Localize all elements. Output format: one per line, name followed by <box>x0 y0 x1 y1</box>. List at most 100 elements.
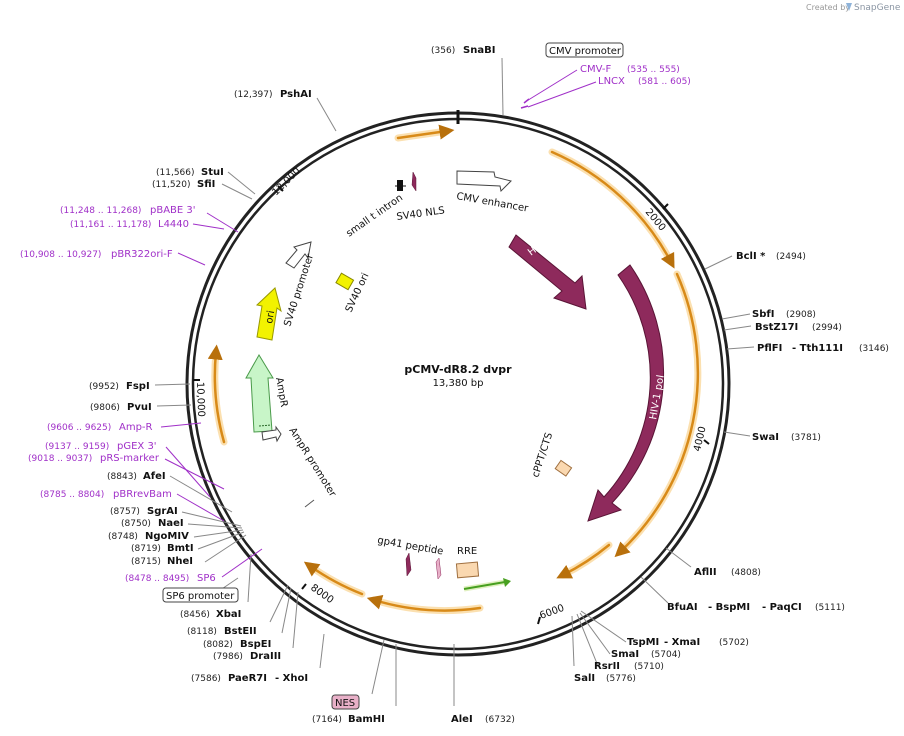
gp41-mark-2 <box>435 557 442 580</box>
tick-mark-12000 <box>277 185 284 192</box>
ampr-promoter-mark <box>304 499 315 508</box>
hiv-gag-label: HIV-1 gag <box>526 220 571 259</box>
aflii-name: AflII <box>694 567 717 578</box>
plasmid-size: 13,380 bp <box>433 378 484 389</box>
pgex-range: (9137 .. 9159) <box>45 442 109 452</box>
orf-1 <box>396 124 455 140</box>
sp6-primer-leader <box>221 548 263 578</box>
aflii-pos: (4808) <box>731 568 761 578</box>
stui-name: StuI <box>201 167 224 178</box>
orf-3 <box>614 272 700 558</box>
ngomiv-name: NgoMIV <box>145 531 189 542</box>
rre-box <box>455 561 480 579</box>
alei-pos: (6732) <box>485 715 515 725</box>
prs-leader <box>164 458 225 490</box>
sbfi-name: SbfI <box>752 309 774 320</box>
sp6-promoter-box <box>162 587 239 603</box>
gp41-label: gp41 peptide <box>376 535 444 557</box>
tick-mark-2000 <box>662 203 669 210</box>
rsrii-name: RsrII <box>594 661 620 672</box>
paqci-name: - PaqCI <box>762 602 802 613</box>
credit-prefix: Created by <box>806 3 850 12</box>
gp41-mark <box>405 552 412 577</box>
rre-label: RRE <box>457 546 477 557</box>
sali-name: SalI <box>574 673 595 684</box>
cmv-promoter-label: CMV promoter <box>549 46 622 57</box>
plasmid-name: pCMV-dR8.2 dvpr <box>404 363 512 376</box>
ngomiv-leader <box>193 529 244 538</box>
ori-arrow <box>255 287 282 341</box>
sfii-pos: (11,520) <box>152 180 191 190</box>
stui-pos: (11,566) <box>156 168 195 178</box>
swai-pos: (3781) <box>791 433 821 443</box>
draiii-pos: (7986) <box>213 652 243 662</box>
hiv-gag-arrow <box>508 234 587 310</box>
pbabe-name: pBABE 3' <box>150 205 196 216</box>
tick-label-6000: 6000 <box>538 603 566 622</box>
l4440-name: L4440 <box>158 219 189 230</box>
tick-mark-4000 <box>703 439 710 445</box>
hiv-pol-arrow <box>587 264 665 522</box>
smai-pos: (5704) <box>651 650 681 660</box>
bsteii-name: BstEII <box>224 626 257 637</box>
pbr322-leader <box>177 252 206 266</box>
bcli-leader <box>704 255 733 270</box>
paer7i-pos: (7586) <box>191 674 221 684</box>
sbfi-pos: (2908) <box>786 310 816 320</box>
smai-leader <box>579 612 611 655</box>
smai-name: SmaI <box>611 649 639 660</box>
pgex-leader <box>165 446 211 498</box>
tth111i-name: - Tth111I <box>792 343 843 354</box>
bmti-name: BmtI <box>167 543 194 554</box>
nhei-leader <box>204 534 247 563</box>
lncx-range: (581 .. 605) <box>638 77 691 87</box>
bstz17i-leader <box>723 325 752 331</box>
nhei-name: NheI <box>167 556 193 567</box>
cmv-primer-marks <box>520 98 530 109</box>
nes-leader <box>371 639 385 695</box>
lncx-leader <box>527 81 597 108</box>
afei-pos: (8843) <box>107 472 137 482</box>
ampr-promoter-arrow <box>261 425 282 443</box>
cppt-label: cPPT/CTS <box>530 431 555 479</box>
tick-label-12000: 12,000 <box>270 166 303 199</box>
pbr322-range: (10,908 .. 10,927) <box>20 250 101 260</box>
cmvf-range: (535 .. 555) <box>627 65 680 75</box>
sali-leader <box>571 615 575 667</box>
xbai-pos: (8456) <box>180 610 210 620</box>
bamhi-pos: (7164) <box>312 715 342 725</box>
l4440-range: (11,161 .. 11,178) <box>70 220 151 230</box>
snapgene-logo-icon <box>846 3 852 11</box>
pbrrev-leader <box>176 493 225 522</box>
site-labels: (356) SnaBI CMV promoter CMV-F (535 .. 5… <box>20 42 889 725</box>
sv40-nls-mark <box>411 171 417 192</box>
bmti-pos: (8719) <box>131 544 161 554</box>
orf-5 <box>366 594 482 612</box>
naei-name: NaeI <box>158 518 184 529</box>
lncx-name: LNCX <box>598 76 625 87</box>
bmti-leader <box>197 531 245 550</box>
draiii-name: DraIII <box>250 651 281 662</box>
afei-leader <box>169 475 233 513</box>
bfuai-name: BfuAI <box>667 602 698 613</box>
pbabe-range: (11,248 .. 11,268) <box>60 206 141 216</box>
tick-mark-6000 <box>537 616 541 625</box>
sp6-promoter-label: SP6 promoter <box>166 591 235 602</box>
tspmi-pos: (5702) <box>719 638 749 648</box>
xhoi-name: - XhoI <box>275 673 308 684</box>
fspi-leader <box>154 383 191 386</box>
ampr-primer-range: (9606 .. 9625) <box>47 423 111 433</box>
prs-name: pRS-marker <box>100 453 160 464</box>
nhei-pos: (8715) <box>131 557 161 567</box>
ampr-label: AmpR <box>273 377 289 408</box>
nes-label: NES <box>335 698 355 709</box>
tick-label-10000: 10,000 <box>194 382 206 417</box>
sali-pos: (5776) <box>606 674 636 684</box>
bsteii-leader <box>269 584 289 623</box>
swai-name: SwaI <box>752 432 779 443</box>
green-orf <box>463 581 506 590</box>
cppt-box <box>554 459 573 477</box>
ori-label: ori <box>264 310 277 325</box>
rsrii-pos: (5710) <box>634 662 664 672</box>
